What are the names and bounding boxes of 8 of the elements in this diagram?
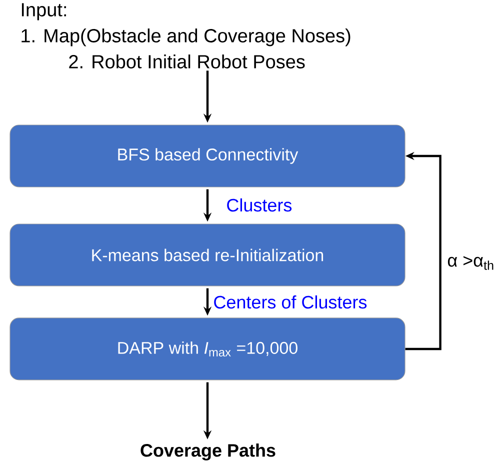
edge-label: Clusters [225, 197, 294, 213]
input-text: Input: 1. Map(Obstacle and Coverage Noses) 2. Robot Initial Robot Poses [22, 3, 350, 68]
process-box: K-means based re-Initialization [10, 224, 406, 286]
output-text: Coverage Paths [140, 444, 276, 460]
edge-label: Centers of Clusters [212, 294, 368, 310]
process-box: BFS based Connectivity [10, 124, 406, 188]
process-box: DARP with I$_{max}$ =10,000 [10, 318, 406, 380]
edge-label: α >α$_{th}$ [446, 255, 496, 271]
